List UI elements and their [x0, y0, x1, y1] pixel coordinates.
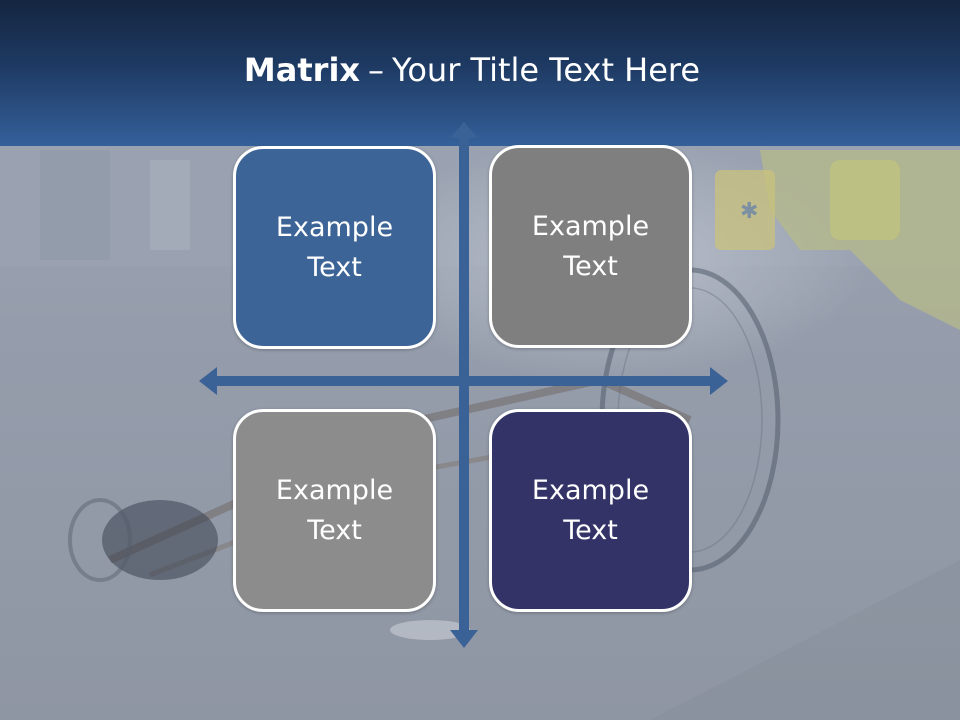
horizontal-axis-arrow [199, 367, 728, 395]
slide-title: Matrix–Your Title Text Here [0, 48, 944, 92]
matrix-cell-label: Example Text [275, 211, 394, 283]
matrix-cell-top-left[interactable]: Example Text [233, 146, 436, 349]
matrix-cell-top-right[interactable]: Example Text [489, 145, 692, 348]
matrix-cell-label: Example Text [531, 210, 650, 282]
header-band [0, 0, 960, 146]
title-rest: Your Title Text Here [392, 51, 701, 89]
matrix-cell-label: Example Text [531, 474, 650, 546]
matrix-cell-bottom-left[interactable]: Example Text [233, 409, 436, 612]
title-bold-part: Matrix [243, 51, 361, 89]
title-separator: – [368, 51, 385, 89]
matrix-cell-label: Example Text [275, 474, 394, 546]
svg-text:✱: ✱ [740, 199, 758, 224]
matrix-cell-bottom-right[interactable]: Example Text [489, 409, 692, 612]
